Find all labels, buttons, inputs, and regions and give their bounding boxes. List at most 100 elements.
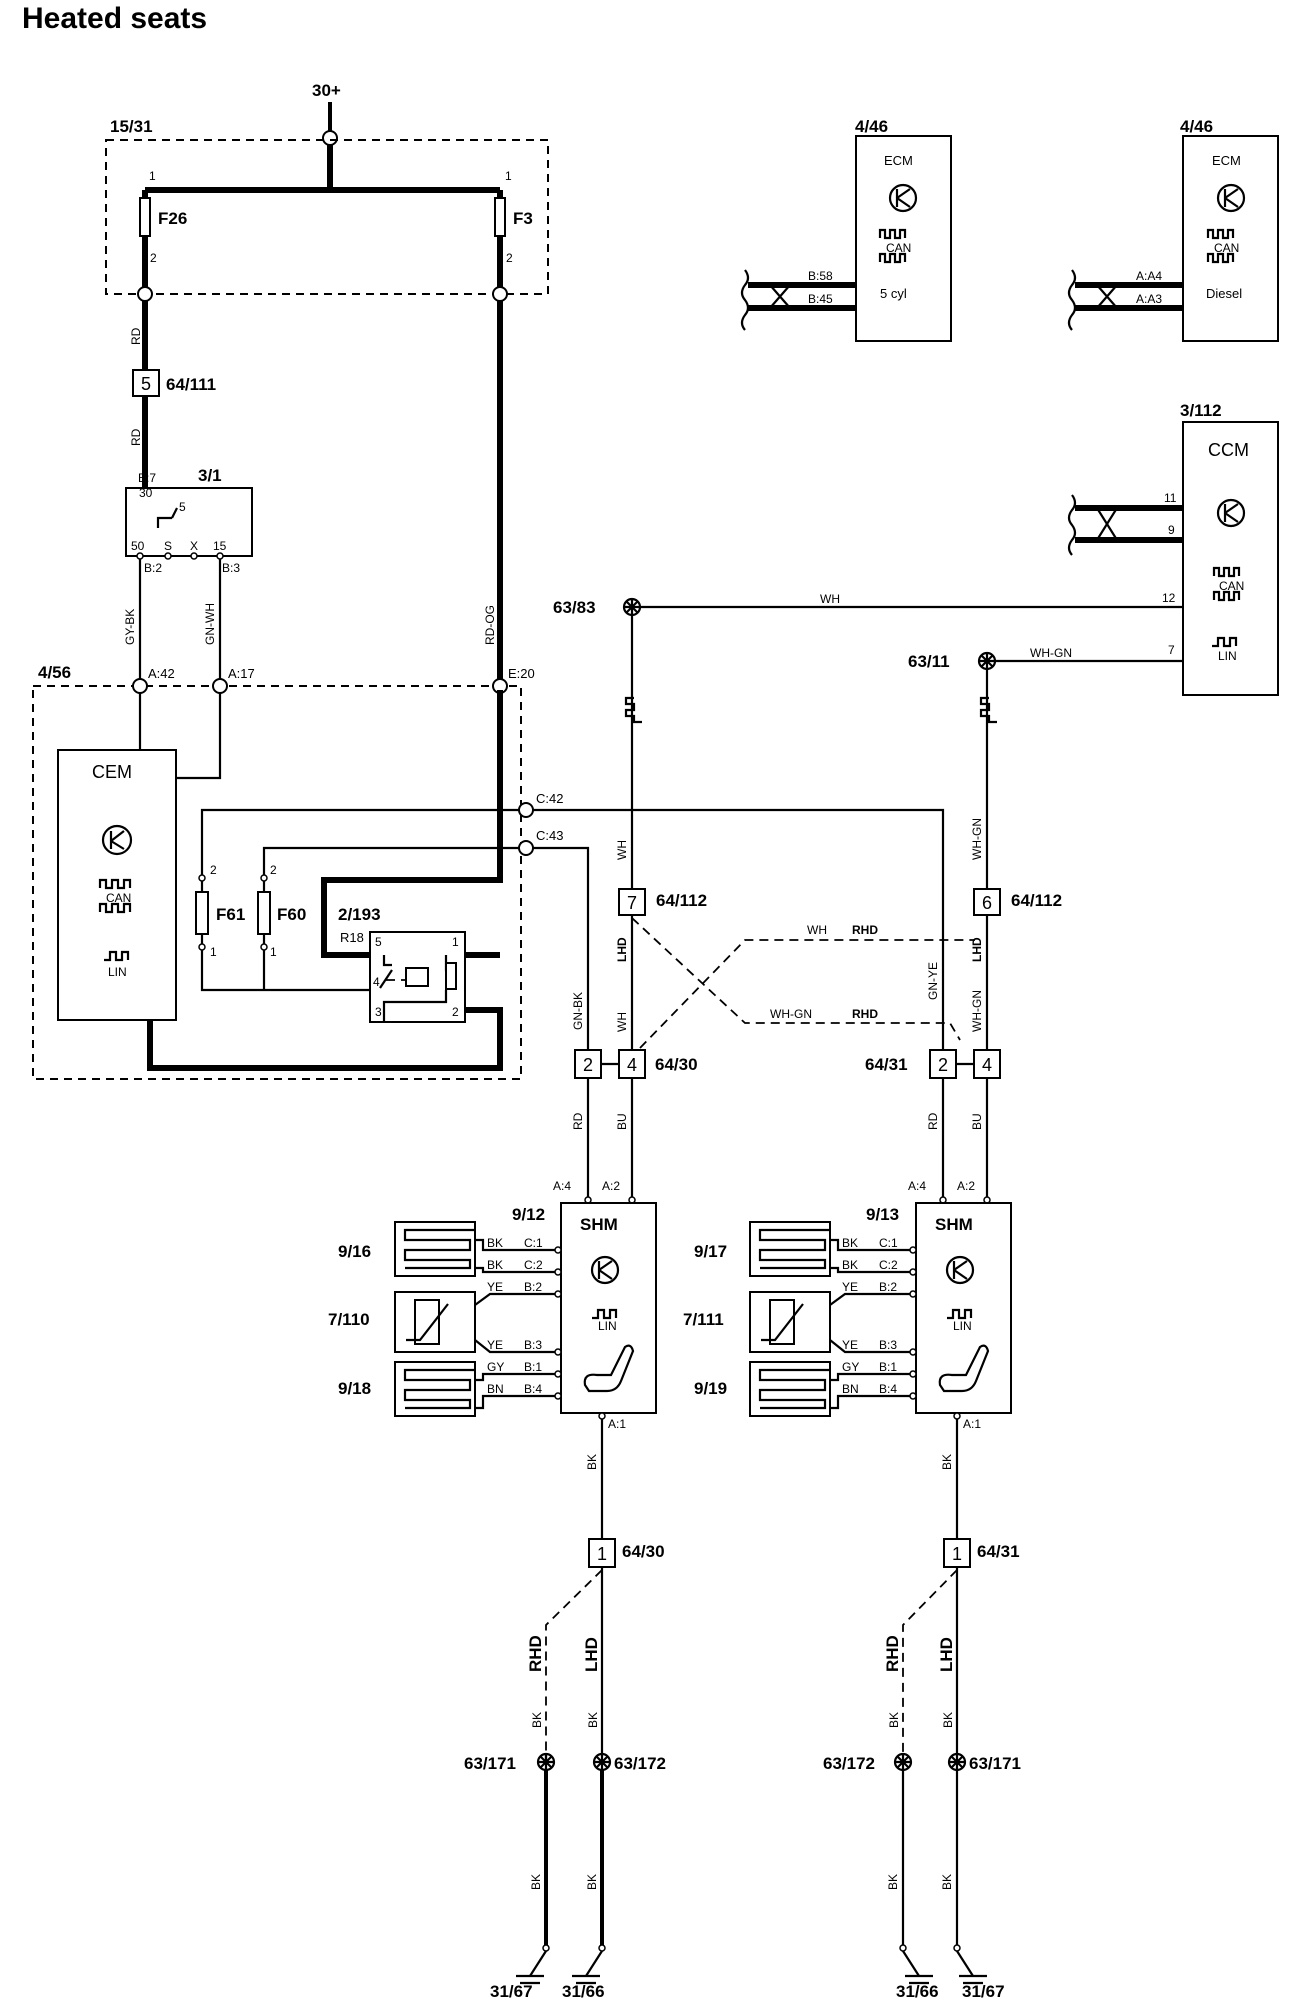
svg-text:C:43: C:43 <box>536 828 563 843</box>
svg-text:64/31: 64/31 <box>865 1055 908 1074</box>
svg-text:BU: BU <box>615 1113 629 1130</box>
svg-text:A:4: A:4 <box>553 1179 571 1193</box>
svg-text:BK: BK <box>887 1712 901 1728</box>
svg-text:B:2: B:2 <box>144 561 162 575</box>
fuse-f3-label: F3 <box>513 209 533 228</box>
fuse-f60 <box>257 891 271 935</box>
svg-text:B:2: B:2 <box>879 1280 897 1294</box>
svg-text:WH-GN: WH-GN <box>970 818 984 860</box>
svg-text:BK: BK <box>586 1712 600 1728</box>
svg-text:SHM: SHM <box>580 1215 618 1234</box>
svg-text:9: 9 <box>1168 523 1175 537</box>
supply-label: 30+ <box>312 81 341 100</box>
svg-text:YE: YE <box>842 1280 858 1294</box>
svg-text:2: 2 <box>452 1005 459 1019</box>
svg-text:B:7: B:7 <box>138 471 156 485</box>
svg-text:WH: WH <box>615 840 629 860</box>
svg-text:RHD: RHD <box>852 923 878 937</box>
lin-icon: LIN <box>104 950 130 979</box>
ecm-diesel <box>1182 135 1279 342</box>
fuse-box-id: 15/31 <box>110 117 153 136</box>
connector-64-30-pin1 <box>588 1538 616 1568</box>
svg-text:RD: RD <box>571 1112 585 1130</box>
fuse-f26 <box>139 197 151 237</box>
svg-text:9/18: 9/18 <box>338 1379 371 1398</box>
splice-63-83: 63/83 <box>553 598 596 617</box>
svg-text:LIN: LIN <box>598 1319 617 1333</box>
svg-text:1: 1 <box>210 945 217 959</box>
svg-text:B:45: B:45 <box>808 292 833 306</box>
svg-text:1: 1 <box>597 1544 607 1564</box>
svg-text:CCM: CCM <box>1208 440 1249 460</box>
ground-31-66-right <box>902 1950 933 1985</box>
svg-text:2: 2 <box>210 863 217 877</box>
svg-text:B:3: B:3 <box>222 561 240 575</box>
svg-text:LHD: LHD <box>937 1637 956 1672</box>
svg-text:GN-BK: GN-BK <box>571 992 585 1030</box>
svg-text:C:42: C:42 <box>536 791 563 806</box>
svg-text:1: 1 <box>270 945 277 959</box>
svg-text:GY-BK: GY-BK <box>123 609 137 645</box>
svg-text:RHD: RHD <box>852 1007 878 1021</box>
svg-text:CAN: CAN <box>1219 579 1244 593</box>
svg-text:GN-WH: GN-WH <box>203 603 217 645</box>
svg-text:63/172: 63/172 <box>614 1754 666 1773</box>
svg-text:BK: BK <box>842 1258 858 1272</box>
svg-text:4: 4 <box>373 975 380 989</box>
svg-text:9/19: 9/19 <box>694 1379 727 1398</box>
connector-64-111 <box>132 369 160 397</box>
shm-right-id: 9/13 <box>866 1205 899 1224</box>
svg-text:GY: GY <box>842 1360 859 1374</box>
svg-text:A:42: A:42 <box>148 666 175 681</box>
svg-text:5: 5 <box>141 374 151 394</box>
svg-text:31/66: 31/66 <box>562 1982 605 2000</box>
svg-text:1: 1 <box>452 935 459 949</box>
splice-63-172-left <box>592 1752 612 1772</box>
svg-text:Diesel: Diesel <box>1206 286 1242 301</box>
svg-text:C:2: C:2 <box>524 1258 543 1272</box>
svg-text:RD: RD <box>129 428 143 446</box>
svg-text:7/110: 7/110 <box>328 1310 370 1329</box>
cem-module-4-56 <box>32 685 522 1080</box>
svg-text:F60: F60 <box>277 905 306 924</box>
svg-text:RHD: RHD <box>526 1635 545 1672</box>
svg-text:64/111: 64/111 <box>166 375 216 394</box>
svg-text:GN-YE: GN-YE <box>926 962 940 1000</box>
svg-text:B:3: B:3 <box>879 1338 897 1352</box>
splice-63-171-right <box>947 1752 967 1772</box>
svg-text:5 cyl: 5 cyl <box>880 286 907 301</box>
svg-text:7/111: 7/111 <box>683 1310 724 1329</box>
svg-text:A:2: A:2 <box>957 1179 975 1193</box>
svg-text:A:2: A:2 <box>602 1179 620 1193</box>
svg-text:LIN: LIN <box>1218 649 1237 663</box>
svg-text:LHD: LHD <box>615 937 629 962</box>
svg-text:WH-GN: WH-GN <box>770 1007 812 1021</box>
svg-text:WH-GN: WH-GN <box>970 990 984 1032</box>
cem-id: 4/56 <box>38 663 71 682</box>
svg-text:3: 3 <box>375 1005 382 1019</box>
ecm-5cyl <box>855 135 952 342</box>
svg-text:9/16: 9/16 <box>338 1242 371 1261</box>
svg-text:2: 2 <box>270 863 277 877</box>
svg-text:2: 2 <box>938 1055 948 1075</box>
svg-text:YE: YE <box>487 1280 503 1294</box>
svg-text:11: 11 <box>1164 491 1177 505</box>
svg-text:7: 7 <box>1168 643 1175 657</box>
splice-63-171-left <box>536 1752 556 1772</box>
ccm <box>1182 421 1279 696</box>
svg-text:BN: BN <box>842 1382 859 1396</box>
svg-text:15: 15 <box>213 539 227 553</box>
svg-text:LHD: LHD <box>582 1637 601 1672</box>
svg-text:LIN: LIN <box>953 1319 972 1333</box>
svg-text:6: 6 <box>982 893 992 913</box>
svg-text:B:4: B:4 <box>879 1382 897 1396</box>
svg-text:7: 7 <box>627 893 637 913</box>
svg-text:BK: BK <box>487 1236 503 1250</box>
connector-64-112-pin6 <box>973 888 1001 916</box>
svg-text:RD-OG: RD-OG <box>483 605 497 645</box>
svg-text:B:1: B:1 <box>524 1360 542 1374</box>
svg-text:5: 5 <box>179 500 186 514</box>
svg-text:2: 2 <box>506 251 513 265</box>
page-title: Heated seats <box>22 2 207 35</box>
svg-text:B:3: B:3 <box>524 1338 542 1352</box>
